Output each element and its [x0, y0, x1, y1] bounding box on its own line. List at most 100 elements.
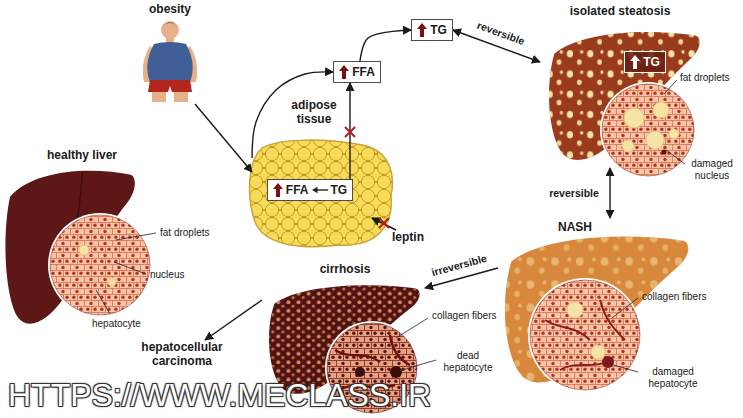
arrow-shape [273, 183, 283, 197]
process-box: FFA TG [267, 179, 353, 201]
callout-label: damaged nucleus [688, 158, 736, 182]
fat-droplet [622, 140, 634, 152]
arrow-connector [372, 218, 396, 230]
lens-rim [600, 82, 696, 178]
figure-region: isolated steatosisTG [540, 4, 720, 168]
watermark: HTTPS://WWW.MECLASS.IR [8, 377, 431, 413]
callout-label: collagen fibers [642, 291, 706, 303]
connectors [195, 30, 610, 340]
callout-label: nucleus [150, 269, 184, 281]
label-holder: dead hepatocyte [440, 350, 496, 374]
leader-line [664, 80, 677, 94]
leader-line [96, 290, 110, 314]
leader-line [402, 360, 436, 370]
callout-label: fat droplets [160, 227, 209, 239]
tissue-lens [50, 215, 150, 315]
leg [174, 92, 188, 102]
arrow-connector [205, 300, 262, 340]
fat-droplet [624, 108, 644, 128]
hair [161, 23, 179, 29]
arrow-shape [630, 55, 640, 69]
reaction-arrow [312, 186, 328, 194]
increase-arrow [273, 183, 283, 197]
label-holder: damaged nucleus [688, 158, 736, 182]
arrow-shaft [316, 189, 328, 190]
edge-label: reversible [474, 18, 528, 48]
dead-hepatocyte [355, 367, 365, 377]
node-title: obesity [128, 2, 212, 16]
tissue-lens [530, 280, 640, 390]
lens-rim [528, 278, 642, 392]
callout-label: dead hepatocyte [440, 350, 496, 374]
label-holder: fat droplets [680, 72, 729, 84]
damaged-hepatocyte [602, 356, 614, 368]
callout-label: collagen fibers [432, 310, 496, 322]
leader-line [666, 150, 685, 164]
increase-arrow [339, 65, 349, 79]
tissue-lens [602, 84, 694, 176]
obese-person [143, 21, 197, 102]
leader-line [114, 262, 146, 274]
shorts [148, 80, 192, 92]
label-holder: damaged hepatocyte [642, 366, 704, 390]
fat-droplet [108, 278, 116, 286]
node-title: healthy liver [22, 148, 142, 162]
label-holder: HTTPS://WWW.MECLASS.IR [8, 377, 431, 413]
lens-rim [48, 213, 152, 317]
box-label: TG [430, 23, 447, 37]
node-title: cirrhosis [295, 262, 395, 276]
box-label: TG [331, 183, 348, 197]
label-holder: collagen fibers [642, 291, 706, 303]
increase-arrow [417, 23, 427, 37]
fat-droplets [622, 102, 679, 152]
process-box: TG [411, 19, 453, 41]
node-title: adipose tissue [282, 98, 346, 126]
callout-label: damaged hepatocyte [642, 366, 704, 390]
node-title: hepatocellular carcinoma [132, 340, 232, 368]
leg [152, 92, 166, 102]
fat-droplet [653, 102, 669, 118]
arrow-head [312, 187, 318, 193]
box-label: FFA [352, 65, 375, 79]
arrow-connector [195, 104, 252, 172]
collagen-fibers [545, 300, 625, 370]
block-mark [345, 127, 355, 137]
node-title: NASH [550, 220, 600, 234]
leader-line [116, 233, 156, 240]
process-box: leptin [391, 230, 425, 244]
block-mark [379, 218, 389, 228]
process-box: TG [624, 51, 666, 73]
head [161, 21, 179, 39]
edge-label-holder: reversible [474, 18, 528, 48]
dead-hepatocyte [390, 366, 402, 378]
leader-line [610, 364, 638, 372]
box-label: FFA [286, 183, 309, 197]
callout-label: hepatocyte [92, 318, 141, 330]
process-box: FFA [333, 61, 381, 83]
label-holder: fat droplets [160, 227, 209, 239]
box-label: leptin [392, 230, 424, 244]
fat-droplet [669, 129, 679, 139]
leader-line [612, 298, 638, 318]
increase-arrow [630, 55, 640, 69]
fat-droplet [646, 131, 664, 149]
arrow-connector [360, 30, 411, 61]
edge-label-holder: reversible [547, 187, 601, 199]
arrow-shape [339, 65, 349, 79]
fat-droplet [591, 345, 605, 359]
box-label: TG [643, 55, 660, 69]
edge-label: reversible [547, 187, 601, 199]
figure-region: healthy liver [2, 148, 142, 335]
edge-label-holder: irreversible [428, 251, 490, 279]
arrow-shape [417, 23, 427, 37]
node-title: isolated steatosis [540, 4, 700, 18]
tank-top [147, 42, 192, 82]
fat-droplet [79, 245, 89, 255]
leader-line [396, 318, 428, 338]
fat-droplet [567, 302, 583, 318]
figure-region: obesity [128, 2, 212, 104]
label-holder: hepatocyte [92, 318, 141, 330]
fat-cells [250, 140, 393, 247]
figure-region: hepatocellular carcinoma [132, 340, 232, 368]
figure-region: adipose tissueFFA TG [252, 96, 372, 246]
